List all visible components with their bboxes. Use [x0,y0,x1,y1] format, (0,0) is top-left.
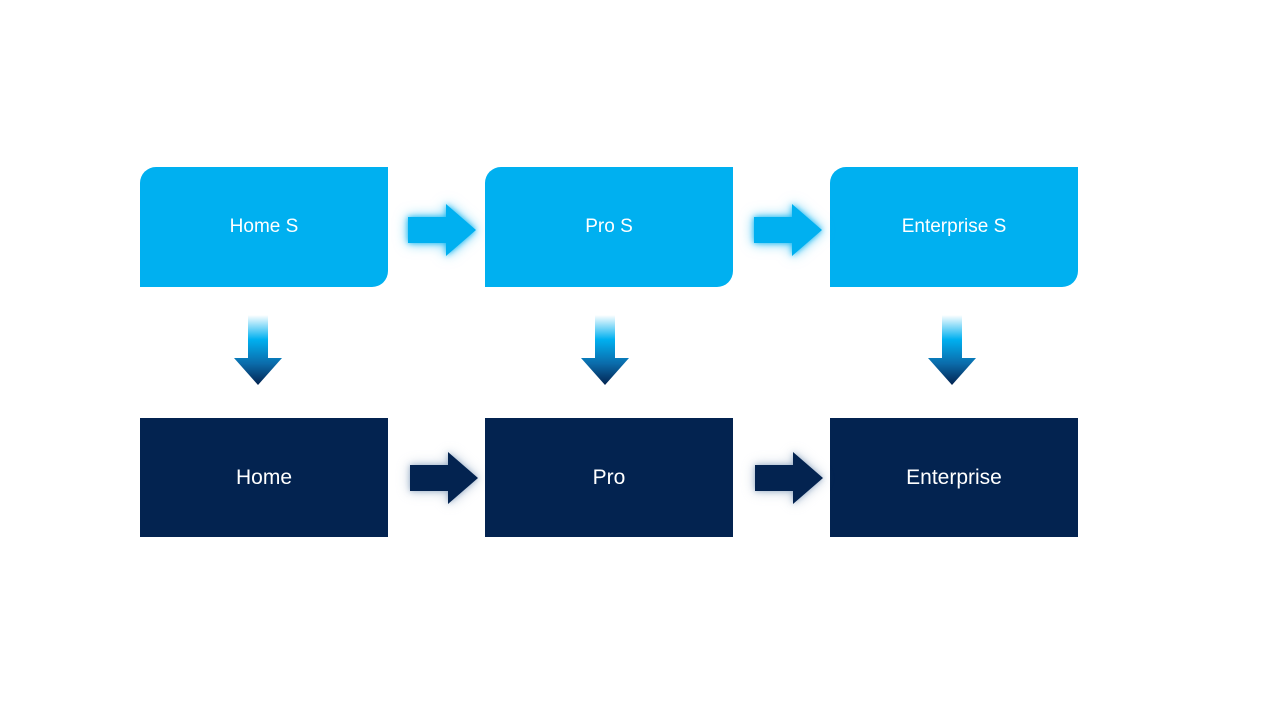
box-enterprise-s-label: Enterprise S [901,216,1007,237]
box-enterprise-s: Enterprise S [830,167,1078,287]
box-home-label: Home [235,465,293,489]
box-home-s-label: Home S [229,216,299,237]
box-enterprise-label: Enterprise [906,465,1002,489]
box-pro-s-label: Pro S [585,216,633,237]
right-arrow-icon-top-2 [754,204,822,256]
box-pro-s: Pro S [485,167,733,287]
box-home-s: Home S [140,167,388,287]
down-arrow-icon-3 [928,315,976,385]
right-arrow-icon-top-1 [408,204,476,256]
right-arrow-icon-bottom-2 [755,452,823,504]
down-arrow-icon-1 [234,315,282,385]
down-arrow-icon-2 [581,315,629,385]
box-pro-label: Pro [592,465,626,489]
box-enterprise: Enterprise [830,418,1078,537]
box-home: Home [140,418,388,537]
box-pro: Pro [485,418,733,537]
right-arrow-icon-bottom-1 [410,452,478,504]
